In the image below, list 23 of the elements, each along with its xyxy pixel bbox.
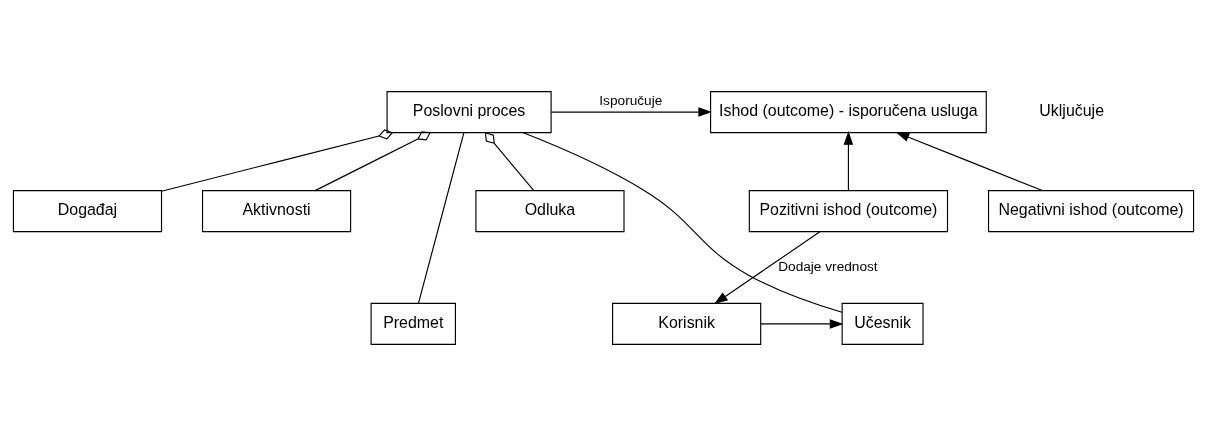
node-box: Učesnik	[841, 302, 924, 345]
node-box: Ishod (outcome) - isporučena usluga	[710, 91, 987, 134]
connector	[484, 132, 535, 192]
arrow	[760, 319, 844, 329]
arrow	[550, 107, 713, 117]
node-box: Predmet	[370, 302, 456, 345]
edge-label: Dodaje vrednost	[778, 259, 878, 275]
arrow	[895, 132, 1043, 192]
connector	[314, 131, 432, 192]
connector	[522, 132, 843, 313]
edge-label: Isporučuje	[599, 92, 663, 108]
node-box: Odluka	[475, 190, 625, 233]
arrow	[843, 131, 854, 192]
node-box: Korisnik	[612, 302, 762, 345]
node-box: Negativni ishod (outcome)	[987, 190, 1195, 233]
node-box: Poslovni proces	[386, 91, 552, 134]
connector	[160, 129, 394, 192]
node-box: Aktivnosti	[201, 190, 352, 233]
label: Uključuje	[1039, 102, 1105, 120]
arrow	[714, 231, 821, 305]
connector	[417, 132, 465, 304]
node-box: Događaj	[12, 190, 163, 233]
node-box: Pozitivni ishod (outcome)	[748, 190, 949, 233]
